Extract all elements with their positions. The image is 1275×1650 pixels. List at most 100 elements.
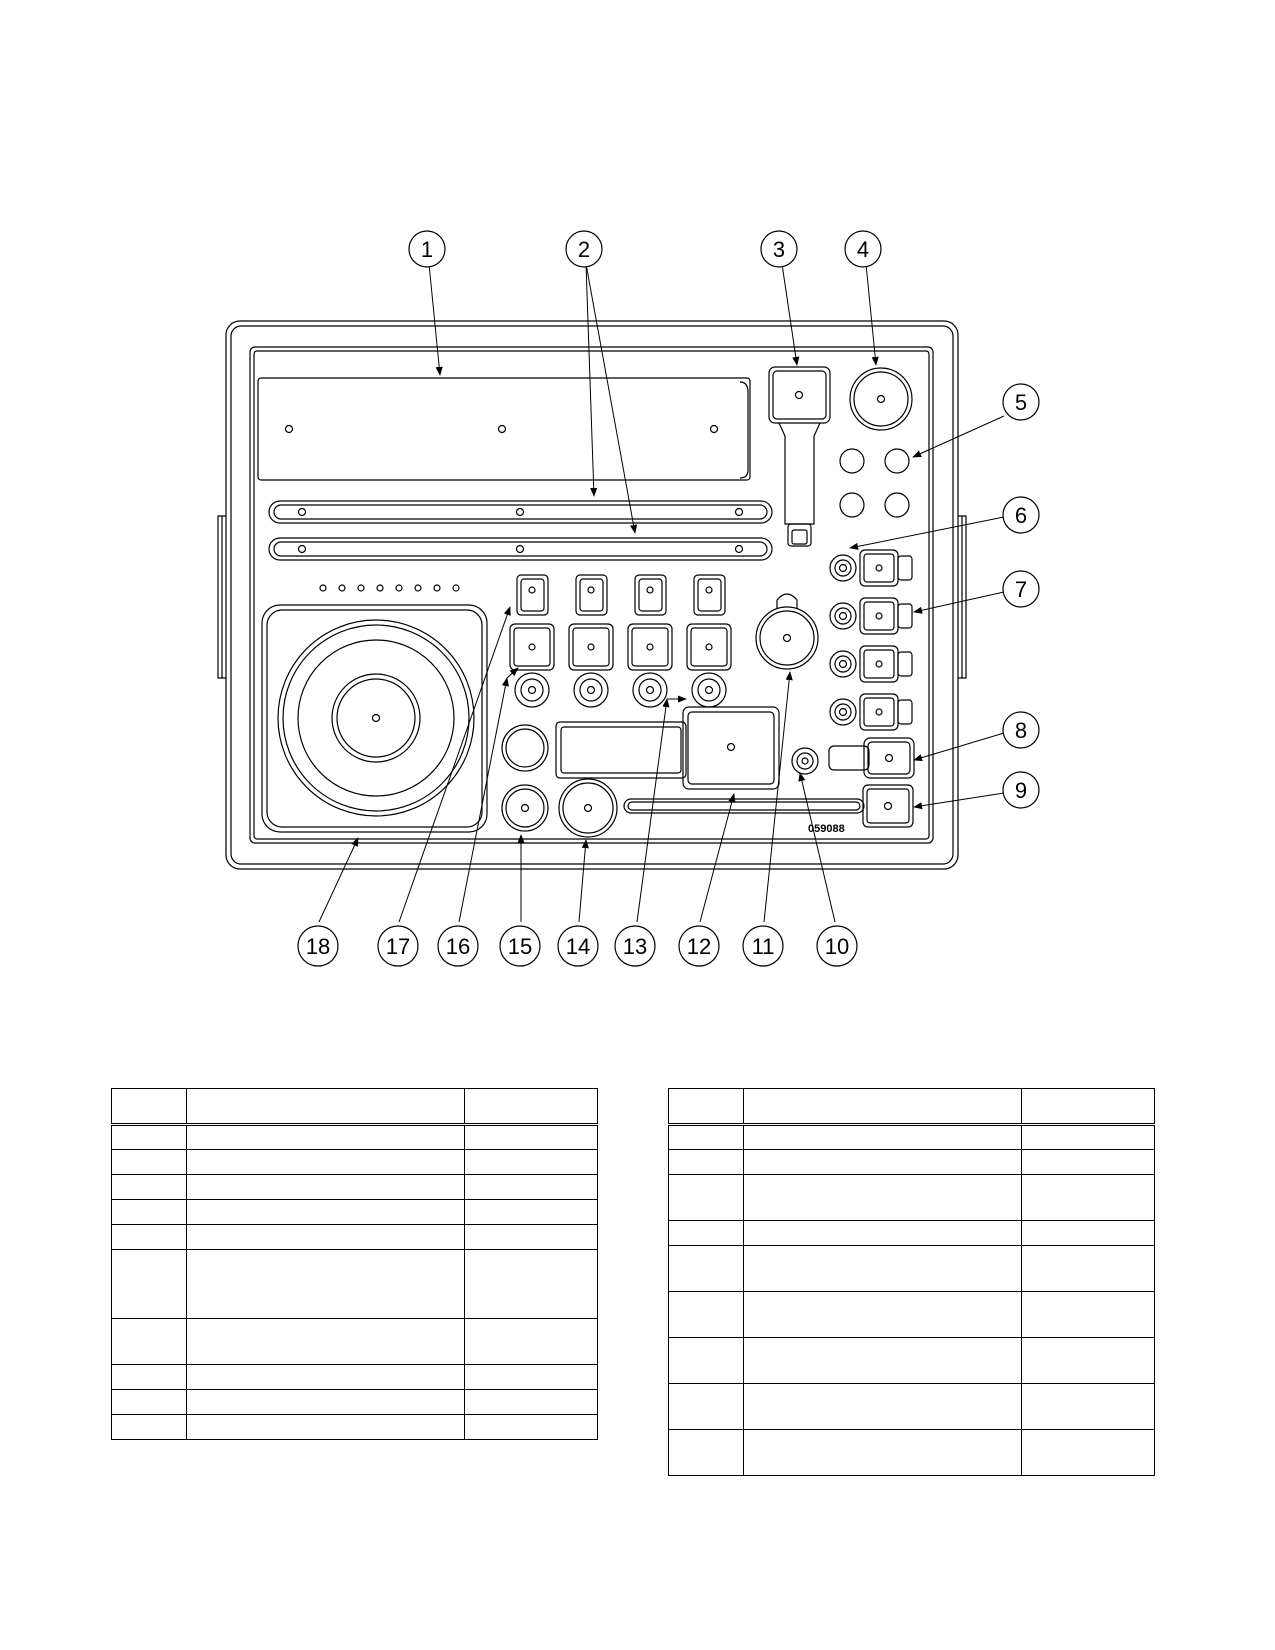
table-cell (743, 1291, 1022, 1338)
header-cell (186, 1088, 465, 1126)
callout-11: 11 (742, 925, 784, 967)
callout-6: 6 (1002, 496, 1040, 534)
table-cell (743, 1429, 1022, 1476)
callout-7: 7 (1002, 570, 1040, 608)
table-cell (668, 1291, 744, 1338)
table-cell (464, 1149, 598, 1175)
table-cell (464, 1224, 598, 1250)
table-cell (743, 1149, 1022, 1175)
table-cell (111, 1364, 187, 1390)
table-cell (668, 1124, 744, 1150)
header-cell (1021, 1088, 1155, 1126)
table-row (111, 1124, 598, 1150)
callout-1: 1 (408, 230, 446, 268)
svg-text:11: 11 (752, 934, 775, 959)
pocket-4 (849, 367, 913, 431)
table-row (668, 1220, 1155, 1246)
table-row (668, 1174, 1155, 1221)
table-cell (1021, 1149, 1155, 1175)
table-cell (111, 1199, 187, 1225)
svg-text:10: 10 (825, 934, 849, 959)
socket-grid-13-16-17 (509, 574, 732, 708)
callout-8: 8 (1002, 711, 1040, 749)
svg-text:8: 8 (1015, 718, 1027, 743)
pocket-10 (791, 747, 819, 775)
slot-2 (268, 500, 773, 561)
svg-text:2: 2 (578, 237, 590, 262)
table-row (668, 1291, 1155, 1338)
table-cell (464, 1414, 598, 1440)
table-cell (668, 1174, 744, 1221)
table-cell (111, 1389, 187, 1415)
socket-rows-6-7 (829, 549, 913, 731)
table-cell (111, 1124, 187, 1150)
callout-18: 18 (297, 925, 339, 967)
table-cell (668, 1429, 744, 1476)
svg-text:6: 6 (1015, 503, 1027, 528)
table-row (668, 1429, 1155, 1476)
table-cell (1021, 1383, 1155, 1430)
svg-text:17: 17 (386, 934, 410, 959)
callout-5: 5 (1002, 383, 1040, 421)
parts-table-right (668, 1088, 1155, 1476)
table-row (111, 1224, 598, 1250)
callout-balloons: 1 2 3 4 5 6 7 8 9 10 11 12 13 14 15 16 1… (297, 230, 1040, 967)
table-cell (186, 1149, 465, 1175)
leader-lines (318, 263, 1005, 923)
table-header-row (111, 1088, 598, 1126)
table-cell (1021, 1291, 1155, 1338)
table-cell (186, 1124, 465, 1150)
callout-16: 16 (437, 925, 479, 967)
pocket-12 (555, 706, 865, 814)
table-cell (111, 1318, 187, 1365)
table-cell (743, 1245, 1022, 1292)
callout-12: 12 (678, 925, 720, 967)
table-cell (743, 1220, 1022, 1246)
table-cell (186, 1389, 465, 1415)
table-row (111, 1389, 598, 1415)
table-cell (464, 1389, 598, 1415)
pocket-8 (828, 737, 915, 779)
table-cell (464, 1318, 598, 1365)
callout-4: 4 (844, 230, 882, 268)
svg-text:3: 3 (773, 237, 785, 262)
table-cell (1021, 1245, 1155, 1292)
table-row (111, 1249, 598, 1319)
table-cell (1021, 1124, 1155, 1150)
table-cell (186, 1224, 465, 1250)
callout-14: 14 (557, 925, 599, 967)
callout-15: 15 (499, 925, 541, 967)
header-cell (111, 1088, 187, 1126)
table-cell (668, 1220, 744, 1246)
tray-outline (217, 320, 967, 870)
callout-9: 9 (1002, 771, 1040, 809)
table-cell (111, 1414, 187, 1440)
table-row (111, 1364, 598, 1390)
svg-text:13: 13 (623, 934, 647, 959)
table-row (111, 1414, 598, 1440)
table-cell (743, 1174, 1022, 1221)
table-cell (1021, 1337, 1155, 1384)
table-cell (111, 1174, 187, 1200)
table-header-row (668, 1088, 1155, 1126)
table-cell (111, 1149, 187, 1175)
svg-text:5: 5 (1015, 390, 1027, 415)
pocket-14 (558, 778, 618, 838)
svg-text:16: 16 (446, 934, 470, 959)
table-row (668, 1245, 1155, 1292)
table-cell (743, 1337, 1022, 1384)
header-cell (743, 1088, 1022, 1126)
parts-table-left (111, 1088, 598, 1440)
svg-text:14: 14 (566, 934, 590, 959)
table-cell (1021, 1220, 1155, 1246)
pocket-9 (862, 784, 914, 828)
callout-13: 13 (614, 925, 656, 967)
table-cell (464, 1124, 598, 1150)
dot-row (319, 584, 460, 592)
table-cell (464, 1364, 598, 1390)
callout-17: 17 (377, 925, 419, 967)
table-row (668, 1149, 1155, 1175)
pocket-18 (261, 604, 488, 833)
pocket-11 (755, 593, 819, 670)
table-cell (1021, 1429, 1155, 1476)
